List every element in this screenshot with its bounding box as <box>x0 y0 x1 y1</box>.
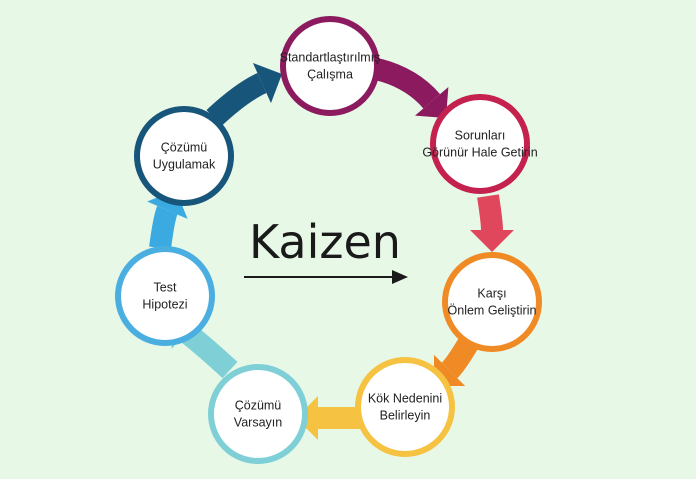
cycle-arrow-head <box>470 230 514 252</box>
cycle-node-label: Çözümü <box>235 399 282 413</box>
cycle-arrow-1 <box>369 57 449 118</box>
diagram-title: Kaizen <box>249 215 401 269</box>
cycle-node-label: Test <box>154 281 177 295</box>
cycle-node-label: Belirleyin <box>380 409 431 423</box>
cycle-arrow-shaft <box>206 72 267 127</box>
cycle-arrow-shaft <box>369 57 441 109</box>
cycle-node-circle <box>208 364 308 464</box>
cycle-arrow-7 <box>206 62 282 127</box>
cycle-node-circle <box>355 357 455 457</box>
cycle-node-circle <box>115 246 215 346</box>
cycle-node-circle <box>280 16 380 116</box>
cycle-node-circle <box>430 94 530 194</box>
title-underline-arrow <box>244 270 408 284</box>
cycle-node-label: Önlem Geliştirin <box>448 304 537 318</box>
cycle-node-label: Sorunları <box>455 129 506 143</box>
cycle-arrow-head <box>414 86 449 118</box>
cycle-node-label: Çözümü <box>161 141 208 155</box>
cycle-arrow-shaft <box>477 194 503 231</box>
cycle-arrow-shaft <box>149 205 178 250</box>
cycle-arrow-2 <box>470 194 514 252</box>
title-group: Kaizen <box>244 215 408 284</box>
cycle-node-label: Uygulamak <box>153 158 216 172</box>
cycle-arrow-head <box>252 62 282 104</box>
cycle-node-circle <box>134 106 234 206</box>
cycle-node-circle <box>442 252 542 352</box>
cycle-node-label: Varsayın <box>234 416 282 430</box>
nodes-layer: StandartlaştırılmışÇalışmaSorunlarıGörün… <box>115 16 542 464</box>
cycle-node-label: Standartlaştırılmış <box>280 51 381 65</box>
cycle-node-label: Karşı <box>477 287 506 301</box>
cycle-node-label: Hipotezi <box>142 298 187 312</box>
cycle-node-label: Görünür Hale Getirin <box>422 146 537 160</box>
cycle-arrow-shaft <box>441 338 478 379</box>
cycle-node-label: Kök Nedenini <box>368 392 442 406</box>
cycle-node-label: Çalışma <box>307 68 353 82</box>
